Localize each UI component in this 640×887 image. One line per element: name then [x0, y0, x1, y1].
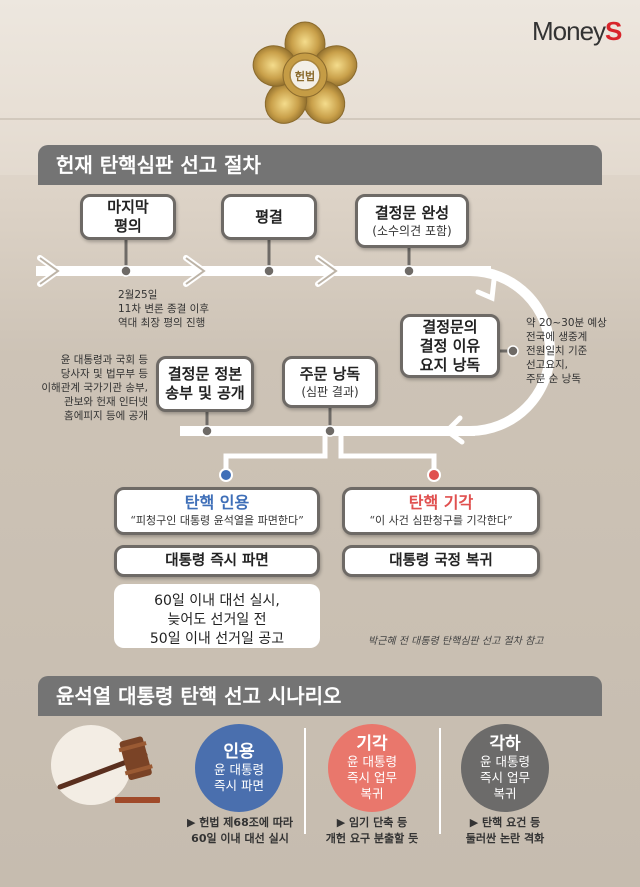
outcome-uphold-detail: 60일 이내 대선 실시, 늦어도 선거일 전 50일 이내 선거일 공고 — [114, 584, 320, 648]
scenario-reject-caption: ▶ 탄핵 요건 등 둘러싼 논란 격화 — [465, 816, 545, 845]
uphold-dot — [219, 468, 233, 482]
gavel-icon — [51, 725, 160, 805]
outcome-dismiss: 탄핵 기각 “이 사건 심판청구를 기각한다” — [342, 487, 540, 535]
reference-note: 박근혜 전 대통령 탄핵심판 선고 절차 참고 — [368, 636, 544, 647]
flow-diagram — [36, 238, 555, 482]
step-decision-complete: 결정문 완성 (소수의견 포함) — [355, 194, 469, 248]
dismiss-dot — [427, 468, 441, 482]
outcome-uphold-result: 대통령 즉시 파면 — [114, 545, 320, 577]
scenario-dismiss-caption: ▶ 임기 단축 등 개헌 요구 분출할 듯 — [325, 816, 419, 845]
svg-text:헌법: 헌법 — [295, 69, 315, 83]
step-publish: 결정문 정본 송부 및 공개 — [156, 356, 254, 412]
note-publish: 윤 대통령과 국회 등 당사자 및 법무부 등 이해관계 국가기관 송부, 관보… — [41, 354, 148, 422]
scenario-reject: 각하 윤 대통령 즉시 업무 복귀 — [461, 724, 549, 812]
scenario-uphold: 인용 윤 대통령 즉시 파면 — [195, 724, 283, 812]
divider — [304, 728, 306, 834]
section-title-procedure: 헌재 탄핵심판 선고 절차 — [38, 145, 602, 185]
outcome-uphold: 탄핵 인용 “피청구인 대통령 윤석열을 파면한다” — [114, 487, 320, 535]
moneys-logo: MoneyS — [532, 16, 622, 46]
scenario-uphold-caption: ▶ 헌법 제68조에 따라 60일 이내 대선 실시 — [186, 816, 294, 845]
step-order-reading: 주문 낭독 (심판 결과) — [282, 356, 378, 408]
court-emblem-icon: 헌법 — [252, 21, 358, 124]
note-reading: 약 20~30분 예상 전국에 생중계 전원일치 기준 선고요지, 주문 순 낭… — [526, 317, 607, 385]
step-final-deliberation: 마지막 평의 — [80, 194, 176, 240]
note-deliberation: 2월25일 11차 변론 종결 이후 역대 최장 평의 진행 — [118, 289, 209, 329]
outcome-dismiss-result: 대통령 국정 복귀 — [342, 545, 540, 577]
section-title-scenarios: 윤석열 대통령 탄핵 선고 시나리오 — [38, 676, 602, 716]
step-verdict-vote: 평결 — [221, 194, 317, 240]
divider — [439, 728, 441, 834]
scenario-dismiss: 기각 윤 대통령 즉시 업무 복귀 — [328, 724, 416, 812]
step-reasons-reading: 결정문의 결정 이유 요지 낭독 — [400, 314, 500, 378]
